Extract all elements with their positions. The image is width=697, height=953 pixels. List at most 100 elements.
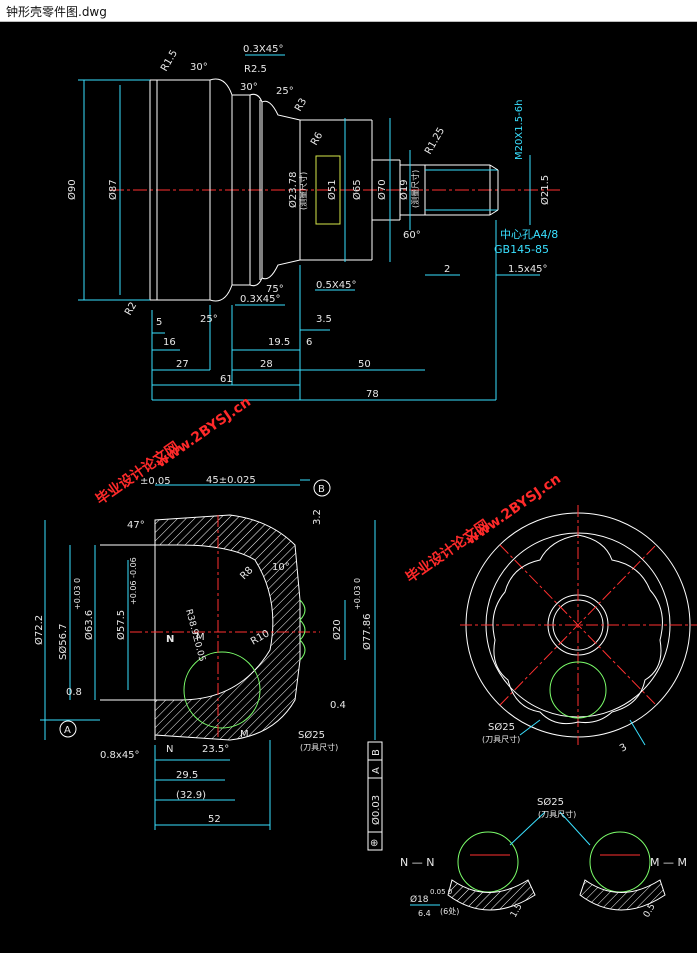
dim-ang75: 75°	[266, 284, 284, 295]
end-dim-sd25: SØ25	[488, 721, 515, 733]
dim-35: 3.5	[316, 314, 332, 325]
dim-meas-stick-2: (测量尺寸)	[410, 170, 420, 208]
dim-ang235: 23.5°	[202, 744, 229, 755]
end-dim-3: 3	[618, 742, 629, 755]
dim-s567: SØ56.7	[57, 624, 69, 660]
section-mm-label: M — M	[650, 856, 687, 869]
dim-04: 0.4	[330, 700, 346, 711]
end-view-labels: SØ25 (刀具尺寸) 3	[482, 721, 629, 755]
dim-d70: Ø70	[376, 179, 388, 200]
dim-50: 50	[358, 359, 371, 370]
dim-d636: Ø63.6	[83, 610, 95, 640]
dim-meas-stick: (测量尺寸)	[298, 172, 308, 210]
dim-61: 61	[220, 374, 233, 385]
watermark-url-1: www.2BYSJ.cn	[153, 394, 254, 471]
label-n1: N	[166, 634, 174, 645]
dim-two: 2	[444, 264, 450, 275]
dim-ch08: 0.8x45°	[100, 750, 140, 761]
dim-sd25: SØ25	[298, 729, 325, 741]
top-view	[78, 54, 560, 401]
tool-size-note: (刀具尺寸)	[300, 742, 338, 752]
detail-tool-size: (刀具尺寸)	[538, 809, 576, 819]
watermark-url-2: www.2BYSJ.cn	[463, 471, 564, 548]
dim-d7786-tol: +0.03 0	[353, 578, 362, 610]
label-m2: M	[240, 729, 249, 740]
window-title: 钟形壳零件图.dwg	[6, 5, 107, 19]
dim-ch03-bot: 0.3X45°	[240, 294, 280, 305]
dim-five: 5	[156, 317, 162, 328]
detail-views	[410, 811, 666, 911]
ra-32: 3.2	[312, 509, 323, 525]
section-nn-label: N — N	[400, 856, 434, 869]
dim-r2: R2	[123, 300, 139, 317]
section-view	[40, 479, 383, 851]
dim-m20: M20X1.5-6h	[514, 100, 525, 160]
watermarks: 毕业设计论文网 www.2BYSJ.cn 毕业设计论文网 www.2BYSJ.c…	[93, 394, 564, 586]
dim-r8: R8	[238, 565, 255, 582]
dim-ch15: 1.5x45°	[508, 264, 548, 275]
dim-16: 16	[163, 337, 176, 348]
title-bar: 钟形壳零件图.dwg	[0, 0, 697, 22]
dim-52: 52	[208, 814, 221, 825]
datum-b: B	[318, 484, 325, 495]
dim-78: 78	[366, 389, 379, 400]
dim-ang60: 60°	[403, 230, 421, 241]
gb-note: GB145-85	[494, 243, 549, 256]
dim-329: (32.9)	[176, 790, 206, 801]
dim-r15: R1.5	[159, 48, 180, 73]
dim-d215: Ø21.5	[539, 175, 551, 205]
dim-195: 19.5	[268, 337, 290, 348]
dim-08: 0.8	[66, 687, 82, 698]
detail-dim-d18-tol: 0.05 0	[430, 888, 452, 896]
label-n2: N	[166, 744, 173, 755]
dim-d90: Ø90	[66, 179, 78, 200]
dim-6: 6	[306, 337, 312, 348]
dim-28: 28	[260, 359, 273, 370]
fcf-tolerance: Ø0.03	[370, 795, 382, 825]
dim-ch05: 0.5X45°	[316, 280, 356, 291]
datum-a: A	[64, 725, 71, 736]
dim-ang47: 47°	[127, 520, 145, 531]
fcf-datum-a: A	[371, 767, 382, 774]
fcf-datum-b: B	[371, 749, 382, 756]
dim-ang30b: 30°	[240, 82, 258, 93]
dim-d87: Ø87	[107, 179, 119, 200]
dim-d20: Ø20	[331, 619, 343, 640]
dim-r25: R2.5	[244, 64, 267, 75]
drawing-svg: Ø90 Ø87 R1.5 30° 0.3X45° R2.5 30° 25° R3…	[33, 44, 697, 920]
dim-r10: R10	[249, 628, 272, 647]
dim-d51: Ø51	[326, 179, 338, 200]
dim-d722: Ø72.2	[33, 615, 45, 645]
dim-ang10: 10°	[272, 562, 290, 573]
top-view-labels: Ø90 Ø87 R1.5 30° 0.3X45° R2.5 30° 25° R3…	[66, 44, 558, 400]
detail-dim-sd25: SØ25	[537, 796, 564, 808]
dim-ch03-top: 0.3X45°	[243, 44, 283, 55]
dim-d575-tol: +0.06 -0.06	[129, 557, 138, 605]
label-m1: M	[196, 632, 205, 643]
fcf-position-symbol: ⊕	[370, 838, 378, 849]
dim-ang25b: 25°	[200, 314, 218, 325]
center-hole-note: 中心孔A4/8	[500, 228, 558, 241]
dim-tol-top: ±0.05	[140, 476, 171, 487]
dim-d7786: Ø77.86	[361, 614, 373, 651]
dim-d19: Ø19	[398, 179, 410, 200]
dim-27: 27	[176, 359, 189, 370]
dim-r125: R1.25	[423, 126, 447, 157]
end-tool-size: (刀具尺寸)	[482, 734, 520, 744]
dim-45: 45±0.025	[206, 475, 256, 486]
dim-ang25: 25°	[276, 86, 294, 97]
dim-d575: Ø57.5	[115, 610, 127, 640]
drawing-canvas[interactable]: Ø90 Ø87 R1.5 30° 0.3X45° R2.5 30° 25° R3…	[0, 22, 697, 949]
dim-d65: Ø65	[351, 179, 363, 200]
dim-295: 29.5	[176, 770, 198, 781]
detail-ra-64: 6.4	[418, 909, 431, 918]
end-view	[460, 505, 697, 746]
dim-s567-tol: +0.03 0	[73, 578, 82, 610]
detail-dim-d18: Ø18	[410, 894, 429, 905]
dim-r6: R6	[309, 130, 325, 147]
dim-r3: R3	[293, 96, 309, 113]
dim-ang30a: 30°	[190, 62, 208, 73]
detail-count: (6处)	[440, 906, 459, 916]
dim-d2378: Ø23.78	[287, 172, 299, 209]
